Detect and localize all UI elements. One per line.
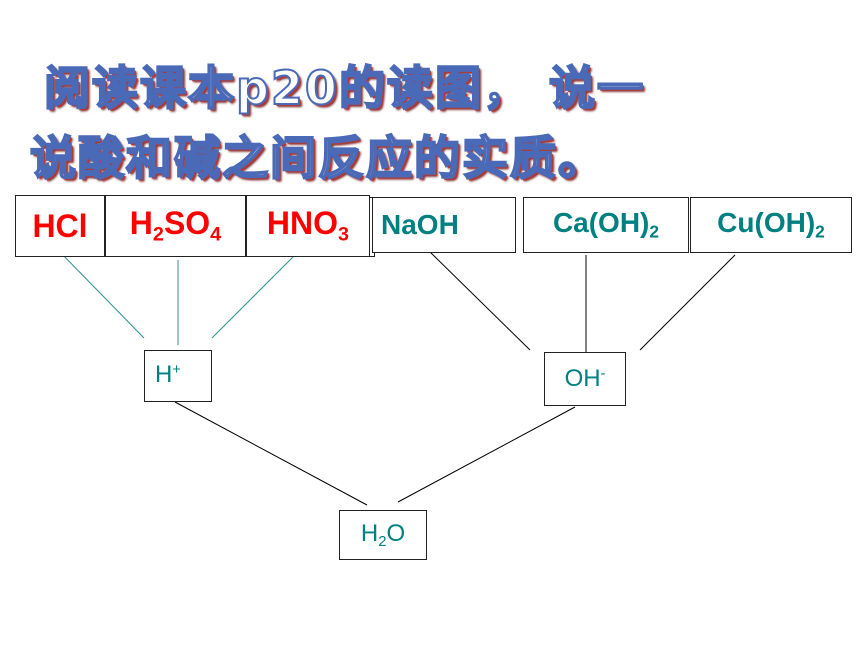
acid-hcl-box: HCl <box>15 195 105 257</box>
base-naoh-box: NaOH <box>372 197 516 253</box>
ion-h-plus-label: H+ <box>155 361 181 388</box>
acid-hno3-box: HNO3 <box>246 195 370 257</box>
link-ohminus-h2o <box>397 406 576 503</box>
base-caoh2-box: Ca(OH)2 <box>523 197 689 253</box>
product-h2o-box: H2O <box>339 510 427 560</box>
acid-h2so4-label: H2SO4 <box>129 205 222 246</box>
base-caoh2-label: Ca(OH)2 <box>552 207 660 242</box>
acid-h2so4-box: H2SO4 <box>105 195 246 257</box>
title-line-2: 说酸和碱之间反应的实质。 <box>29 130 606 186</box>
title-line-1: 阅读课本p20的读图， 说一 <box>43 60 645 116</box>
ion-oh-minus-box: OH- <box>544 352 626 406</box>
link-hcl-hplus <box>57 249 145 339</box>
link-naoh-ohminus <box>427 249 531 351</box>
ion-h-plus-box: H+ <box>144 350 212 402</box>
link-hplus-h2o <box>174 401 368 506</box>
base-naoh-label: NaOH <box>381 209 459 240</box>
link-hno3-hplus <box>211 249 301 339</box>
acid-hcl-label: HCl <box>32 207 88 244</box>
product-h2o-label: H2O <box>360 520 406 550</box>
base-cuoh2-label: Cu(OH)2 <box>717 207 825 242</box>
link-cuoh2-ohminus <box>639 254 736 351</box>
base-cuoh2-box: Cu(OH)2 <box>690 197 852 253</box>
acid-hno3-label: HNO3 <box>266 205 350 246</box>
ion-oh-minus-label: OH- <box>564 365 606 392</box>
